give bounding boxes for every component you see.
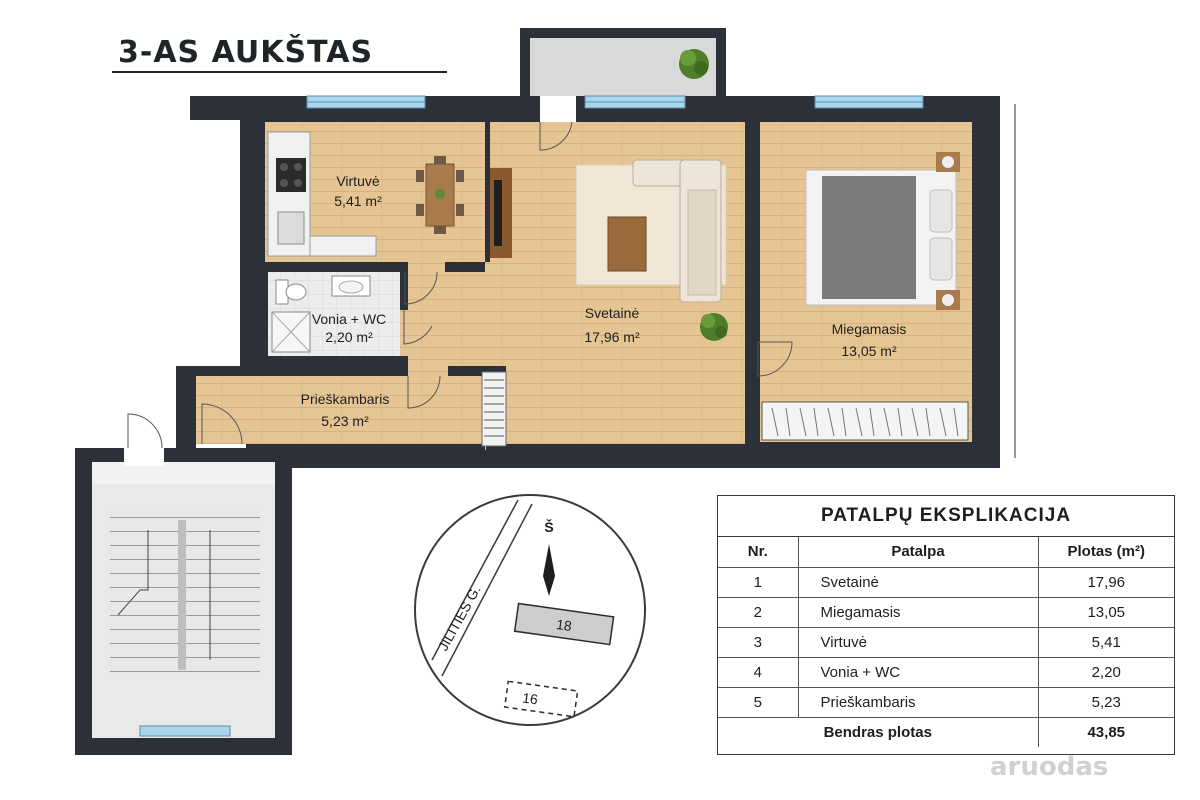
stove-icon <box>276 158 306 192</box>
row-area: 5,23 <box>1038 687 1174 718</box>
plant-icon <box>679 49 709 79</box>
hallway-name: Prieškambaris <box>301 391 390 407</box>
dining-table <box>416 156 464 234</box>
row-area: 13,05 <box>1038 597 1174 628</box>
row-area: 5,41 <box>1038 627 1174 658</box>
row-name: Vonia + WC <box>798 657 1039 688</box>
bathroom-door <box>403 310 433 345</box>
row-nr: 1 <box>718 567 799 598</box>
staircase <box>75 413 292 755</box>
balcony <box>520 28 726 96</box>
header-area: Plotas (m²) <box>1038 537 1174 568</box>
north-label: Š <box>544 518 553 535</box>
row-name: Prieškambaris <box>798 687 1039 718</box>
row-nr: 2 <box>718 597 799 628</box>
bathroom-name: Vonia + WC <box>312 311 386 327</box>
watermark-logo: aruodas <box>990 752 1109 782</box>
explication-table: PATALPŲ EKSPLIKACIJA Nr. Patalpa Plotas … <box>717 495 1175 755</box>
corridor-floor <box>400 272 490 376</box>
table-row: 2 Miegamasis 13,05 <box>718 597 1174 628</box>
shower-icon <box>271 311 311 353</box>
total-label: Bendras plotas <box>718 717 1039 747</box>
inner-walls <box>176 122 760 450</box>
floor-title: 3-AS AUKŠTAS <box>118 33 373 70</box>
row-area: 2,20 <box>1038 657 1174 688</box>
site-plan: JILITIES G. Š 18 16 <box>414 494 646 726</box>
building-16-label: 16 <box>521 689 539 707</box>
table-total-row: Bendras plotas 43,85 <box>718 717 1174 747</box>
balcony-door <box>539 96 576 151</box>
wardrobe <box>761 401 969 441</box>
row-name: Virtuvė <box>798 627 1039 658</box>
wardrobe-hangers <box>771 407 959 437</box>
sofa <box>632 159 722 303</box>
bedroom-door <box>757 341 793 377</box>
kitchen-counter <box>267 131 377 257</box>
total-value: 43,85 <box>1087 723 1126 741</box>
north-arrow-icon <box>543 544 555 596</box>
sink-icon <box>331 275 371 297</box>
coffee-table <box>607 216 647 272</box>
explication-title: PATALPŲ EKSPLIKACIJA <box>718 496 1174 537</box>
kitchen-name: Virtuvė <box>336 173 380 189</box>
row-name: Miegamasis <box>798 597 1039 628</box>
bed <box>805 169 957 306</box>
header-room: Patalpa <box>798 537 1039 568</box>
toilet-icon <box>275 279 307 305</box>
hallway-area: 5,23 m² <box>321 413 369 429</box>
building-18 <box>513 602 615 646</box>
bedroom-name: Miegamasis <box>832 321 907 337</box>
building-18-label: 18 <box>555 616 573 634</box>
kitchen-door <box>404 271 438 305</box>
sink-icon <box>277 211 305 245</box>
table-row: 3 Virtuvė 5,41 <box>718 627 1174 658</box>
tv-unit <box>490 168 512 258</box>
windows <box>306 95 924 109</box>
bedroom-area: 13,05 m² <box>841 343 897 359</box>
lamp-icon <box>942 294 954 306</box>
explication-grid: Nr. Patalpa Plotas (m²) 1 Svetainė 17,96… <box>718 537 1174 747</box>
table-row: 5 Prieškambaris 5,23 <box>718 687 1174 718</box>
living-name: Svetainė <box>585 305 640 321</box>
table-header-row: Nr. Patalpa Plotas (m²) <box>718 537 1174 568</box>
building-16 <box>503 680 579 718</box>
lamp-icon <box>942 156 954 168</box>
row-nr: 3 <box>718 627 799 658</box>
hallway-door <box>407 375 441 409</box>
kitchen-area: 5,41 m² <box>334 193 382 209</box>
hallway-floor <box>196 376 486 444</box>
row-nr: 4 <box>718 657 799 688</box>
living-area: 17,96 m² <box>584 329 640 345</box>
bathroom-area: 2,20 m² <box>325 329 373 345</box>
row-area: 17,96 <box>1038 567 1174 598</box>
plant-icon <box>700 313 728 341</box>
table-row: 4 Vonia + WC 2,20 <box>718 657 1174 688</box>
header-nr: Nr. <box>718 537 799 568</box>
row-name: Svetainė <box>798 567 1039 598</box>
hallway-cabinet <box>481 371 507 447</box>
table-row: 1 Svetainė 17,96 <box>718 567 1174 598</box>
row-nr: 5 <box>718 687 799 718</box>
